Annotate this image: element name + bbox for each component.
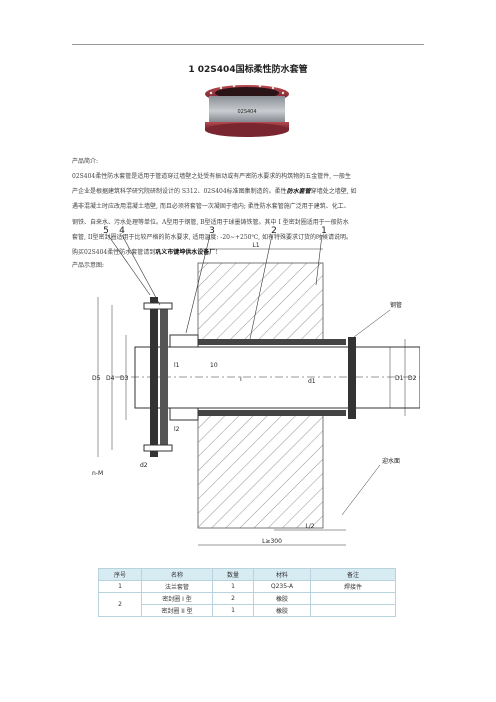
wing-ring bbox=[348, 337, 356, 419]
label-water-side: 迎水面 bbox=[382, 457, 400, 465]
section-diagram: 产品示意图: bbox=[72, 262, 105, 269]
cell-note bbox=[310, 604, 396, 617]
cell-material: 橡胶 bbox=[253, 592, 311, 605]
table-row: 1 法兰套管 1 Q235-A 焊接件 bbox=[98, 580, 396, 593]
dim-d2: d2 bbox=[140, 462, 148, 469]
col-header: 名称 bbox=[141, 568, 213, 581]
parts-table: 序号 名称 数量 材料 备注 1 法兰套管 1 Q235-A 焊接件 2 密封圈… bbox=[98, 568, 396, 617]
photo-stamp: 02S404 bbox=[237, 109, 256, 115]
dim-D3: D3 bbox=[120, 375, 129, 382]
dim-D5: D5 bbox=[92, 375, 101, 382]
cell-qty: 1 bbox=[212, 604, 254, 617]
cell-name: 密封圈 I 型 bbox=[141, 592, 213, 605]
cell-name: 法兰套管 bbox=[141, 580, 213, 593]
pipe bbox=[134, 346, 420, 409]
dim-D1: D1 bbox=[395, 375, 404, 382]
product-photo: 02S404 bbox=[205, 84, 289, 137]
dim-n-M: n-M bbox=[92, 470, 103, 477]
dim-L1: L1 bbox=[252, 242, 259, 249]
callout-2: 2 bbox=[271, 226, 277, 236]
dim-D4: D4 bbox=[106, 375, 115, 382]
table-header-row: 序号 名称 数量 材料 备注 bbox=[98, 568, 396, 581]
cell-note bbox=[310, 592, 396, 605]
flange-left bbox=[150, 297, 158, 457]
col-header: 数量 bbox=[212, 568, 254, 581]
keyword: 防水套管 bbox=[286, 188, 311, 196]
col-header: 备注 bbox=[310, 568, 396, 581]
callout-4: 4 bbox=[119, 226, 125, 236]
pipe-label: I bbox=[240, 376, 242, 383]
table-row: 密封圈 II 型 1 橡胶 bbox=[99, 604, 396, 617]
col-header: 序号 bbox=[98, 568, 142, 581]
col-header: 材料 bbox=[253, 568, 311, 581]
cell-note: 焊接件 bbox=[310, 580, 396, 593]
table-row: 2 密封圈 I 型 2 橡胶 bbox=[98, 592, 396, 617]
sleeve-bottom bbox=[198, 410, 346, 416]
callout-1: 1 bbox=[321, 226, 327, 236]
dim-l1: l1 bbox=[174, 362, 180, 369]
label-steel-pipe: 钢管 bbox=[390, 301, 402, 309]
page-title: 1 02S404国标柔性防水套管 bbox=[188, 65, 308, 75]
sleeve-top bbox=[198, 339, 346, 345]
dim-D2: D2 bbox=[408, 375, 417, 382]
cell-qty: 2 bbox=[212, 592, 254, 605]
cell-qty: 1 bbox=[212, 580, 254, 593]
cell-material: 橡胶 bbox=[253, 604, 311, 617]
paragraph-line: 钢铁、自来水、污水处理等单位。A型用于钢管, B型适用于球墨铸铁管。其中 I 型… bbox=[72, 218, 349, 226]
wall-upper bbox=[197, 262, 324, 344]
top-rule bbox=[72, 44, 424, 45]
cell-name: 密封圈 II 型 bbox=[141, 604, 213, 617]
technical-drawing: 5 4 3 2 1 L1 L≥300 L/2 l1 l2 10 D5 D4 D3… bbox=[92, 226, 420, 546]
paragraph-line: 套管, II型密封圈适用于比较严格的防水要求, 适用温度: -20~+250℃,… bbox=[72, 233, 352, 241]
cell-no: 1 bbox=[98, 580, 142, 593]
intro-paragraph: 02S404柔性防水套管是适用于管道穿过墙壁之处受有振动或有严密防水要求的构筑物… bbox=[72, 169, 424, 260]
dim-l2: l2 bbox=[174, 426, 180, 433]
bolt-top bbox=[143, 302, 173, 310]
bolt-bottom bbox=[143, 444, 173, 452]
dim-L: L≥300 bbox=[262, 538, 282, 545]
cell-no: 2 bbox=[98, 592, 142, 617]
seal-ring-bottom bbox=[169, 407, 199, 421]
callout-3: 3 bbox=[209, 226, 215, 236]
seal-ring-top bbox=[169, 334, 199, 348]
paragraph-line: 遇非混凝土时应改用混凝土墙壁, 而且必须将套管一次凝固于墙内; 柔性防水套管施广… bbox=[72, 203, 350, 211]
dim-10: 10 bbox=[210, 362, 218, 369]
dim-L-half: L/2 bbox=[305, 523, 314, 530]
cell-material: Q235-A bbox=[253, 580, 311, 593]
company-name: 巩义市键坤供水设备厂 bbox=[155, 249, 216, 257]
dim-d1: d1 bbox=[308, 378, 316, 385]
buy-line: 购买02S404柔性防水套管请到巩义市键坤供水设备厂! bbox=[72, 249, 218, 257]
callout-5: 5 bbox=[103, 226, 109, 236]
paragraph-line: 02S404柔性防水套管是适用于管道穿过墙壁之处受有振动或有严密防水要求的构筑物… bbox=[72, 173, 352, 180]
section-intro: 产品简介: bbox=[72, 158, 99, 165]
paragraph-line: 产企业是根据建筑科学研究院研制设计的 S312、02S404标准图集制造的。柔性… bbox=[72, 188, 357, 196]
wall-lower bbox=[197, 412, 324, 529]
flange-right bbox=[160, 305, 168, 450]
